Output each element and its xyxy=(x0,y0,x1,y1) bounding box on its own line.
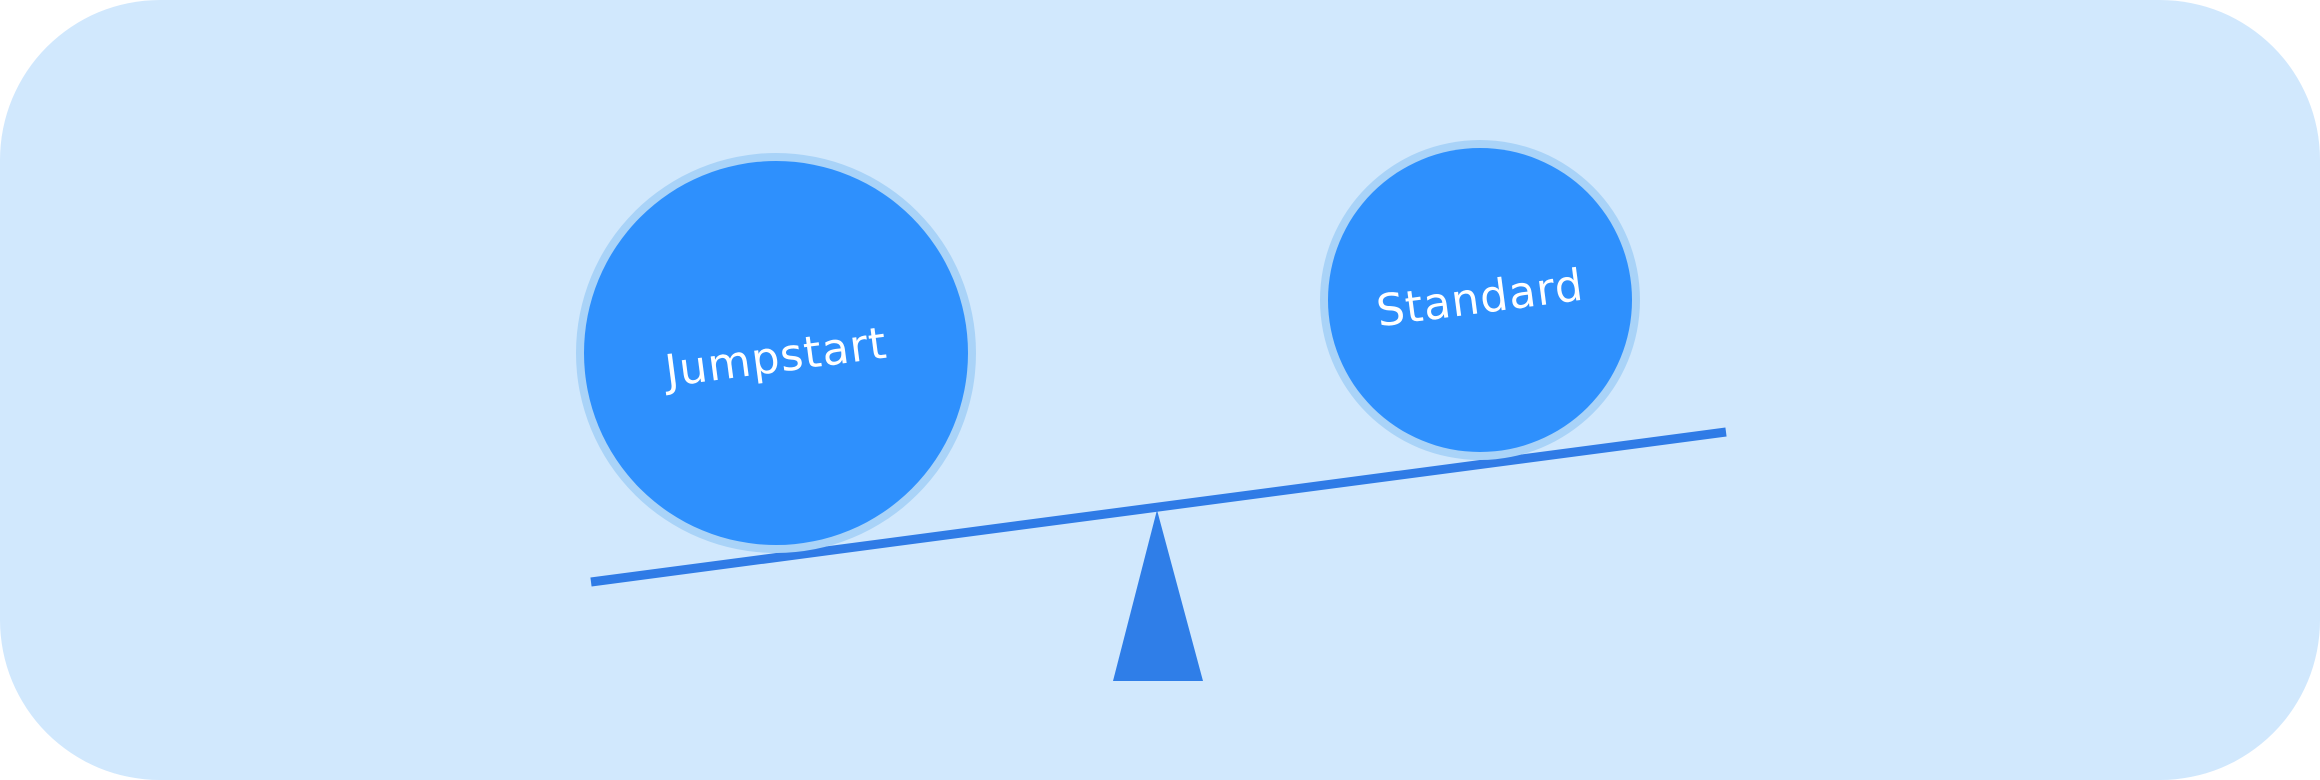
left-ball-fill xyxy=(584,161,968,545)
seesaw-beam xyxy=(590,427,1727,587)
fulcrum-triangle xyxy=(1113,510,1203,681)
right-ball-fill xyxy=(1328,148,1632,452)
right-ball: Standard xyxy=(1320,140,1640,460)
left-ball: Jumpstart xyxy=(576,153,976,553)
